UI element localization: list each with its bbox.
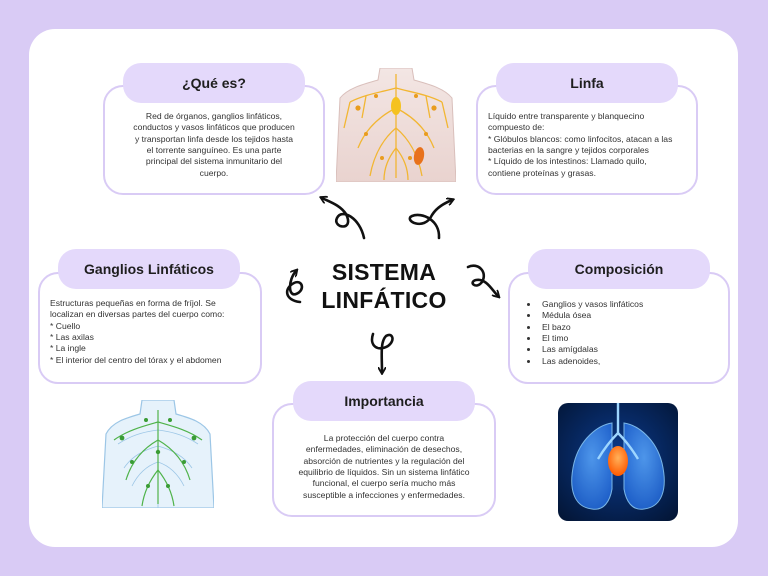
composicion-heading: Composición [528,249,710,289]
ganglios-line: localizan en diversas partes del cuerpo … [50,309,225,320]
arrow-to-composicion [466,264,498,296]
importancia-text: La protección del cuerpo contra enfermed… [280,433,488,501]
linfa-line: compuesto de: [488,122,545,133]
que-es-line: cuerpo. [199,167,229,178]
que-es-text: Red de órganos, ganglios linfáticos, con… [113,111,315,179]
linfa-line: * Líquido de los intestinos: Llamado qui… [488,156,647,167]
que-es-line: el torrente sanguíneo. Es una parte [146,145,282,156]
linfa-line: bacterias en la sangre y tejidos corpora… [488,145,649,156]
que-es-line: conductos y vasos linfáticos que produce… [133,122,295,133]
que-es-line: y transportan linfa desde los tejidos ha… [134,133,294,144]
importancia-line: funcional, el cuerpo sería mucho más [312,478,456,489]
composicion-box: Ganglios y vasos linfáticos Médula ósea … [508,272,730,384]
ganglios-line: Estructuras pequeñas en forma de fríjol.… [50,298,216,308]
linfa-text: Líquido entre transparente y blanquecino… [488,111,688,179]
que-es-line: principal del sistema inmunitario del [145,156,283,167]
central-title: SISTEMA LINFÁTICO [312,258,456,314]
lungs-thymus-illustration [558,403,678,521]
que-es-box: Red de órganos, ganglios linfáticos, con… [103,85,325,195]
linfa-line: contiene proteínas y grasas. [488,167,596,178]
importancia-box: La protección del cuerpo contra enfermed… [272,403,496,517]
importancia-line: enfermedades, eliminación de desechos, [305,444,463,455]
que-es-heading: ¿Qué es? [123,63,305,103]
importancia-line: absorción de nutrientes y la regulación … [303,455,465,466]
torso-lymph-illustration [336,68,456,182]
importancia-line: equilibrio de líquidos. Sin un sistema l… [298,467,470,478]
composicion-item: Las adenoides, [518,356,720,367]
arrow-to-ganglios [285,271,304,304]
body-lymph-nodes-illustration [102,400,214,508]
composicion-item: Las amígdalas [518,344,720,355]
ganglios-line: * La ingle [50,343,86,354]
linfa-line: Líquido entre transparente y blanquecino [488,111,645,121]
linfa-box: Líquido entre transparente y blanquecino… [476,85,698,195]
ganglios-line: * Las axilas [50,332,94,343]
arrow-to-importancia [370,332,394,372]
importancia-line: La protección del cuerpo contra [323,433,445,443]
title-line-2: LINFÁTICO [321,287,447,313]
composicion-item: El bazo [518,322,720,333]
arrow-to-que-es [322,198,366,240]
composicion-item: El timo [518,333,720,344]
linfa-heading: Linfa [496,63,678,103]
importancia-heading: Importancia [293,381,475,421]
arrow-to-linfa [408,200,452,240]
composicion-list: Ganglios y vasos linfáticos Médula ósea … [518,299,720,367]
ganglios-box: Estructuras pequeñas en forma de fríjol.… [38,272,262,384]
linfa-line: * Glóbulos blancos: como linfocitos, ata… [488,133,673,144]
ganglios-heading: Ganglios Linfáticos [58,249,240,289]
ganglios-text: Estructuras pequeñas en forma de fríjol.… [50,298,252,366]
que-es-line: Red de órganos, ganglios linfáticos, [145,111,283,121]
ganglios-line: * El interior del centro del tórax y el … [50,354,222,365]
importancia-line: susceptible a infecciones y enfermedades… [303,489,465,500]
ganglios-line: * Cuello [50,320,81,331]
composicion-item: Ganglios y vasos linfáticos [518,299,720,310]
title-line-1: SISTEMA [331,259,437,285]
composicion-item: Médula ósea [518,310,720,321]
